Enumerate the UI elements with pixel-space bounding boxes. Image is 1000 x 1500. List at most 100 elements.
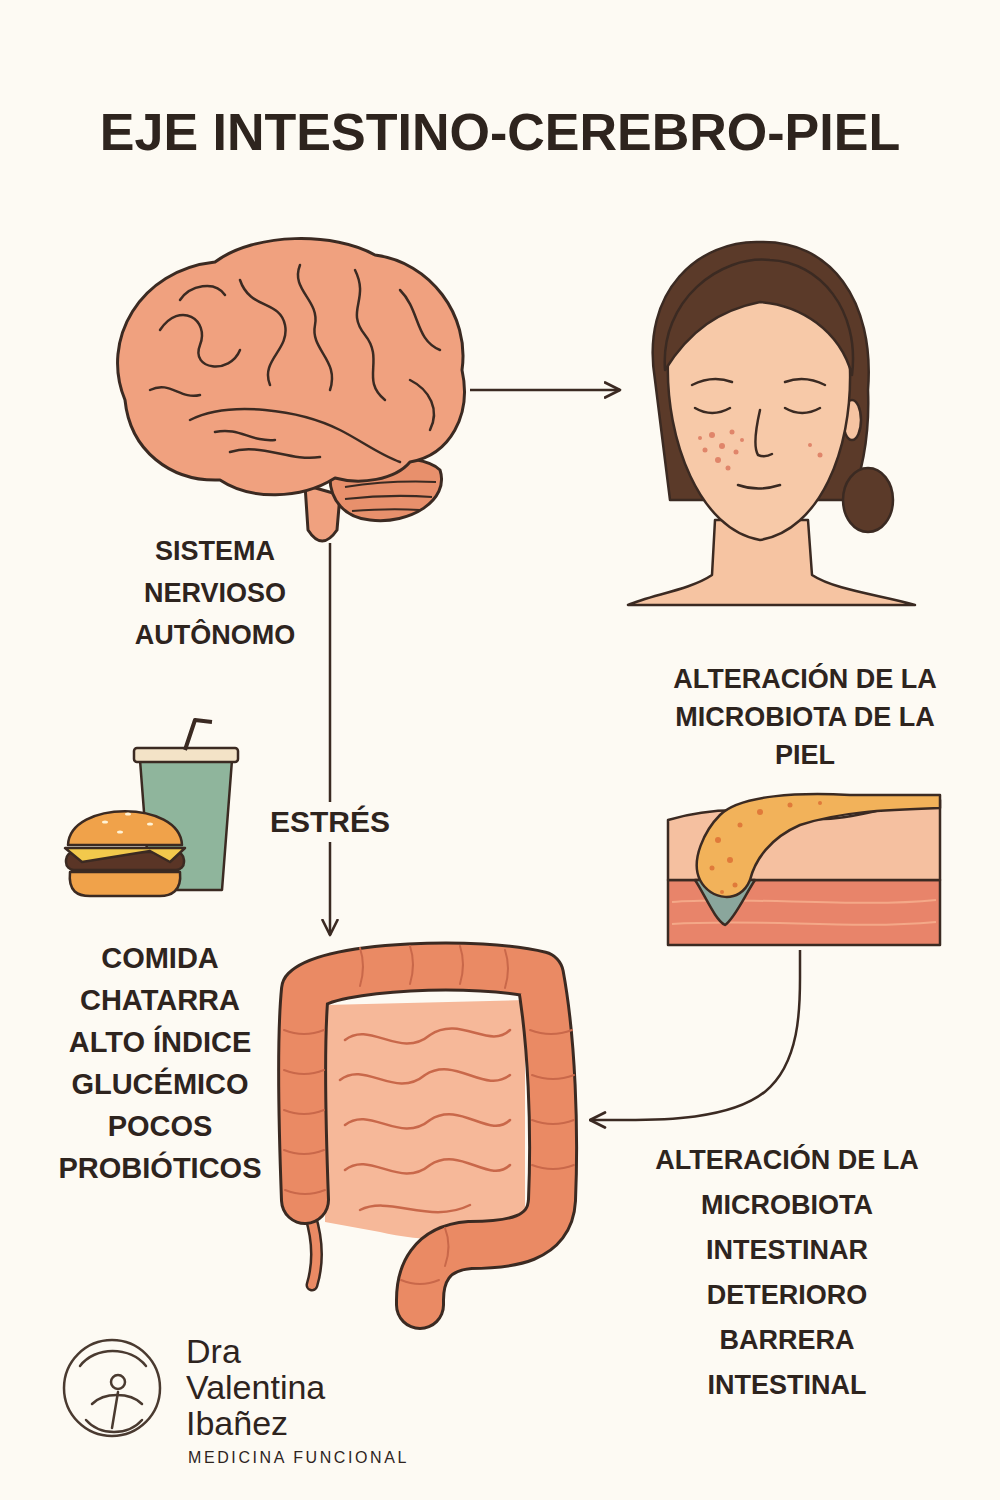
- face-illustration-part: [668, 300, 850, 540]
- intestine-illustration-part-part: [360, 948, 363, 986]
- face-illustration-part-part: [715, 457, 721, 463]
- skin-section-illustration: [668, 794, 940, 945]
- skin-section-illustration-part-part: [757, 809, 763, 815]
- skin-section-illustration-part-part: [818, 801, 822, 805]
- face-illustration-part-part: [703, 448, 708, 453]
- diagram-title: EJE INTESTINO-CEREBRO-PIEL: [0, 104, 1000, 161]
- face-illustration-part-part: [785, 408, 820, 413]
- junk-food-illustration-part: [102, 812, 153, 833]
- skin-node: ALTERACIÓN DE LA MICROBIOTA DE LA PIEL: [620, 240, 985, 950]
- brain-illustration-part: [118, 239, 465, 495]
- intestine-illustration-part-part: [401, 1280, 439, 1284]
- skin-section-illustration-part-part: [672, 922, 936, 925]
- intestine-illustration-part-part: [284, 1030, 324, 1034]
- face-illustration-part: [665, 260, 853, 375]
- face-illustration-part-part: [698, 436, 702, 440]
- face-illustration-part-part: [785, 379, 825, 385]
- skin-section-illustration-part-part: [733, 883, 738, 888]
- junk-food-illustration-part: [70, 872, 180, 896]
- face-illustration-part-part: [726, 466, 731, 471]
- intestine-illustration-part: [302, 967, 553, 1305]
- junk-food-illustration-part: [185, 720, 212, 750]
- face-illustration-part-part: [818, 453, 823, 458]
- junk-food-illustration-part-part: [102, 820, 108, 823]
- brain-illustration-part-part: [410, 380, 434, 430]
- intestine-illustration-part-part: [284, 1150, 324, 1154]
- intestine-illustration: [284, 946, 574, 1305]
- intestine-illustration-part-part: [285, 1190, 325, 1194]
- intestine-illustration-part-part: [445, 1228, 449, 1266]
- brain-illustration-part-part: [352, 509, 420, 511]
- junk-food-illustration-part-part: [147, 822, 153, 825]
- face-illustration-part-part: [695, 408, 730, 413]
- junk-food-illustration-part: [65, 848, 185, 862]
- face-illustration-part-part: [692, 379, 732, 385]
- brain-illustration-part-part: [298, 265, 332, 390]
- intestine-illustration-part-part: [345, 1114, 510, 1128]
- logo-emblem-part: [111, 1375, 125, 1389]
- brain-illustration-part-part: [190, 409, 400, 462]
- logo-emblem-part: [80, 1351, 146, 1366]
- intestine-illustration-part: [302, 967, 553, 1305]
- intestine-illustration-part-part: [284, 1070, 324, 1074]
- connector-arrow: [470, 389, 620, 392]
- intestine-illustration-part-part: [345, 1159, 510, 1173]
- face-illustration-part: [843, 468, 893, 532]
- skin-section-illustration-part: [697, 794, 940, 897]
- logo-emblem: [64, 1340, 160, 1436]
- connector-arrow: [329, 665, 332, 935]
- skin-section-illustration-part: [710, 801, 823, 894]
- skin-section-illustration-part-part: [720, 890, 724, 894]
- logo-name: Dra Valentina Ibañez: [186, 1333, 325, 1441]
- face-illustration-part-part: [734, 450, 739, 455]
- skin-section-illustration-part-part: [710, 866, 715, 871]
- gut-node: COMIDA CHATARRA ALTO ÍNDICE GLUCÉMICO PO…: [55, 935, 590, 1335]
- face-illustration-part-part: [755, 410, 772, 456]
- intestine-illustration-part-part: [460, 946, 463, 984]
- brain-node: SISTEMA NERVIOSO AUTÔNOMO: [100, 245, 470, 665]
- intestine-illustration-part-part: [532, 1120, 574, 1124]
- face-illustration-part-part: [719, 443, 725, 449]
- brain-illustration-part-part: [215, 431, 275, 440]
- junk-food-illustration-part-part: [117, 830, 123, 833]
- intestine-illustration-part: [340, 1029, 510, 1213]
- skin-section-illustration-part-part: [727, 857, 733, 863]
- intestine-illustration-part-part: [410, 946, 413, 984]
- face-illustration-part-part: [808, 443, 812, 447]
- junk-food-illustration-part: [68, 811, 182, 845]
- brain-illustration-part-part: [345, 496, 432, 499]
- intestine-illustration-part-part: [532, 1165, 574, 1169]
- face-illustration: [628, 242, 915, 605]
- brain-illustration: [118, 239, 465, 541]
- brain-illustration-part-part: [230, 449, 320, 458]
- logo-emblem-part: [112, 1392, 118, 1428]
- brain-illustration-part-part: [150, 387, 200, 396]
- skin-section-illustration-part-part: [738, 823, 743, 828]
- intestine-illustration-part-part: [532, 1075, 574, 1079]
- logo-tagline: MEDICINA FUNCIONAL: [188, 1448, 409, 1468]
- junk-food-illustration: [65, 720, 238, 896]
- brain-illustration-part-part: [400, 290, 440, 350]
- node-text: ALTERACIÓN DE LA MICROBIOTA DE LA PIEL: [660, 660, 950, 774]
- intestine-illustration-part-part: [345, 1029, 510, 1044]
- node-text: SISTEMA NERVIOSO AUTÔNOMO: [135, 530, 295, 656]
- face-illustration-part: [698, 430, 823, 471]
- brain-illustration-part-part: [160, 315, 240, 366]
- intestine-illustration-part-part: [360, 1205, 470, 1212]
- logo-emblem-part: [64, 1340, 160, 1436]
- intestine-illustration-part: [310, 1215, 316, 1285]
- edge-label: ESTRÉS: [262, 802, 398, 842]
- brain-illustration-part-part: [240, 280, 286, 385]
- face-illustration-part-part: [738, 485, 780, 489]
- node-text: COMIDA CHATARRA ALTO ÍNDICE GLUCÉMICO PO…: [59, 937, 262, 1189]
- intestine-illustration-part-part: [505, 950, 508, 988]
- intestine-illustration-part: [284, 946, 574, 1284]
- face-illustration-part-part: [709, 432, 715, 438]
- gut-effect-note: ALTERACIÓN DE LA MICROBIOTA INTESTINAR D…: [650, 1138, 925, 1408]
- face-illustration-part-part: [730, 430, 735, 435]
- intestine-illustration-part-part: [340, 1069, 510, 1083]
